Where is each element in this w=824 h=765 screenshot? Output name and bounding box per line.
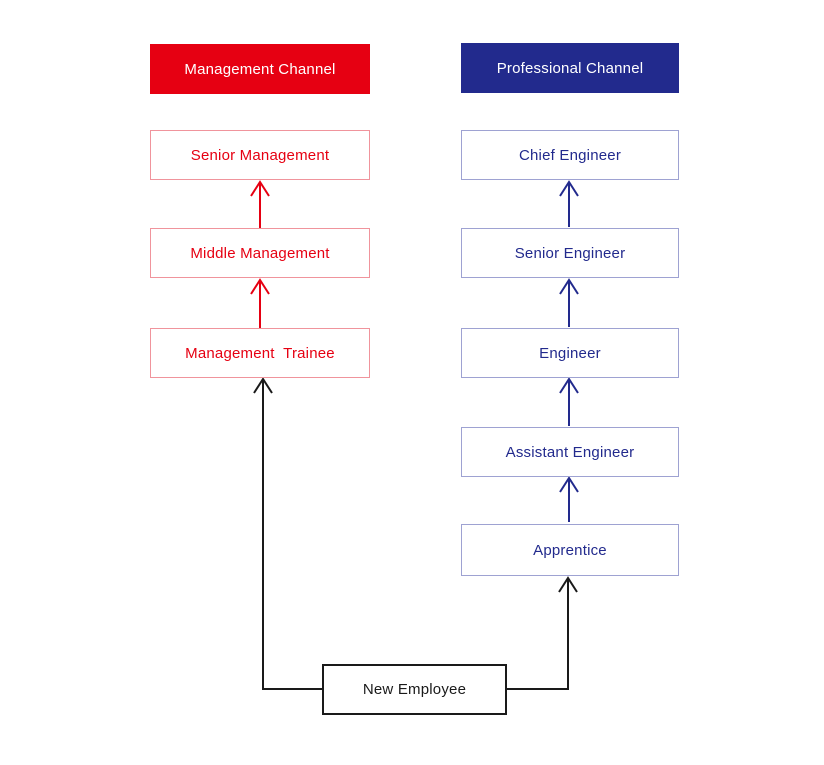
arrowhead-icon bbox=[558, 576, 578, 593]
arrowhead-icon bbox=[250, 278, 270, 295]
arrowhead-icon bbox=[559, 476, 579, 493]
level-box-assistant-engineer: Assistant Engineer bbox=[461, 427, 679, 477]
channel-header-management: Management Channel bbox=[150, 44, 370, 94]
level-label: Middle Management bbox=[190, 244, 330, 262]
level-box-engineer: Engineer bbox=[461, 328, 679, 378]
arrowhead-icon bbox=[559, 180, 579, 197]
level-box-apprentice: Apprentice bbox=[461, 524, 679, 576]
level-label: Senior Management bbox=[190, 146, 330, 164]
level-label: Apprentice bbox=[533, 541, 607, 559]
arrowhead-icon bbox=[559, 278, 579, 295]
channel-header-professional: Professional Channel bbox=[461, 43, 679, 93]
level-box-chief-engineer: Chief Engineer bbox=[461, 130, 679, 180]
channel-header-label: Management Channel bbox=[184, 60, 336, 78]
level-box-senior-management: Senior Management bbox=[150, 130, 370, 180]
level-box-management-trainee: Management Trainee bbox=[150, 328, 370, 378]
entry-box-new-employee: New Employee bbox=[322, 664, 507, 715]
level-label: Assistant Engineer bbox=[505, 443, 635, 461]
level-label: Chief Engineer bbox=[518, 146, 622, 164]
entry-label: New Employee bbox=[362, 681, 467, 698]
level-box-middle-management: Middle Management bbox=[150, 228, 370, 278]
arrow-new-employee-to-professional bbox=[507, 578, 569, 690]
level-label: Senior Engineer bbox=[514, 244, 626, 262]
level-label: Engineer bbox=[539, 344, 601, 362]
arrowhead-icon bbox=[250, 180, 270, 197]
level-label: Management Trainee bbox=[185, 344, 335, 362]
arrowhead-icon bbox=[559, 377, 579, 394]
level-box-senior-engineer: Senior Engineer bbox=[461, 228, 679, 278]
arrow-new-employee-to-management bbox=[262, 379, 322, 690]
arrowhead-icon bbox=[253, 377, 273, 394]
channel-header-label: Professional Channel bbox=[496, 59, 644, 77]
